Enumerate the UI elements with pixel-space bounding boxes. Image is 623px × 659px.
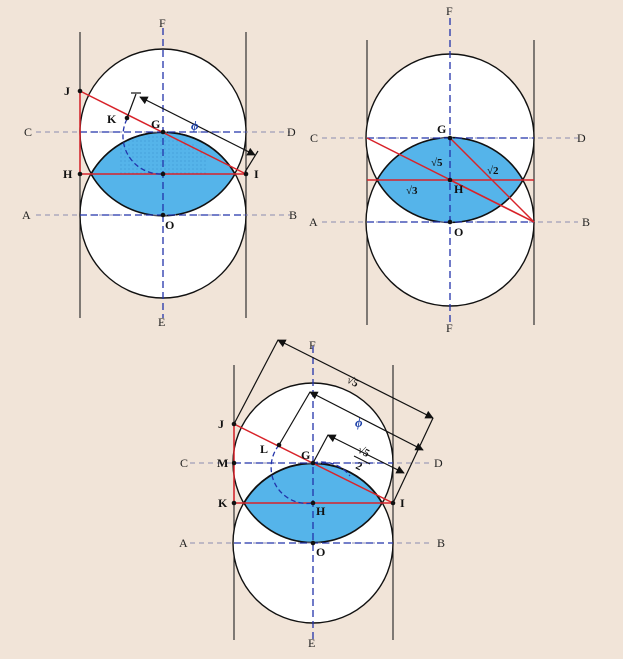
label-E: E: [308, 636, 315, 650]
sqrt5-over-2-arrow: [327, 434, 405, 474]
label-H: H: [63, 167, 73, 181]
label-K: K: [107, 112, 117, 126]
label-F-top: F: [446, 4, 453, 18]
point-J: [231, 421, 237, 427]
arc-K-to-center: [122, 118, 164, 175]
label-A: A: [179, 536, 188, 550]
extension-I: [244, 150, 259, 173]
label-F: F: [159, 16, 166, 30]
extension-L: [278, 391, 311, 446]
label-G: G: [301, 448, 310, 462]
point-O: [310, 540, 316, 546]
point-K: [231, 500, 237, 506]
label-phi: ϕ: [191, 118, 199, 133]
point-G: [160, 129, 166, 135]
label-H: H: [454, 182, 464, 196]
extension-K: [126, 93, 137, 119]
label-sqrt5: √5: [345, 374, 361, 390]
label-M: M: [217, 456, 228, 470]
label-sqrt5-over-2-numerator: √5: [356, 444, 372, 460]
label-B: B: [289, 208, 297, 222]
label-I: I: [254, 167, 259, 181]
label-C: C: [180, 456, 188, 470]
point-G: [310, 460, 316, 466]
label-G: G: [437, 122, 446, 136]
point-H: [447, 177, 453, 183]
arc-L-to-center: [270, 444, 314, 505]
label-J: J: [218, 417, 224, 431]
point-J: [77, 88, 83, 94]
point-K: [124, 115, 130, 121]
label-C: C: [310, 131, 318, 145]
label-F: F: [309, 338, 316, 352]
label-D: D: [434, 456, 443, 470]
point-H: [310, 500, 316, 506]
point-H: [77, 171, 83, 177]
extension-I-outer: [392, 417, 434, 504]
label-sqrt5: √5: [431, 157, 443, 169]
point-L: [276, 442, 282, 448]
point-center: [160, 171, 166, 177]
extension-J: [233, 339, 279, 425]
point-O: [160, 212, 166, 218]
point-O: [447, 219, 453, 225]
label-L: L: [260, 442, 268, 456]
label-B: B: [582, 215, 590, 229]
point-I: [243, 171, 249, 177]
label-F-bottom: F: [446, 321, 453, 335]
label-A: A: [22, 208, 31, 222]
label-G: G: [151, 117, 160, 131]
diagram-top-right: F F C D A B G H O √5 √2 √3: [309, 4, 590, 335]
extension-G: [312, 434, 329, 464]
label-sqrt3: √3: [406, 185, 418, 197]
point-M: [231, 460, 237, 466]
fraction-bar: [353, 455, 371, 465]
diagonal-sqrt3: [449, 179, 535, 223]
label-E: E: [158, 315, 165, 329]
label-D: D: [577, 131, 586, 145]
diagram-top-left: F E C D A B J K G H I O ϕ: [22, 16, 297, 329]
diagram-bottom: F E C D A B J L G M K H I O √5 ϕ √5 2: [179, 338, 445, 650]
point-G: [447, 135, 453, 141]
label-sqrt5-over-2-denominator: 2: [354, 460, 365, 473]
label-C: C: [24, 125, 32, 139]
label-D: D: [287, 125, 296, 139]
phi-dimension-arrow: [139, 96, 256, 156]
diagonal-sqrt2: [449, 137, 535, 223]
label-B: B: [437, 536, 445, 550]
label-O: O: [316, 545, 325, 559]
label-sqrt2: √2: [487, 165, 499, 177]
label-H: H: [316, 504, 326, 518]
label-K: K: [218, 496, 228, 510]
label-J: J: [64, 84, 70, 98]
label-O: O: [454, 225, 463, 239]
label-phi: ϕ: [355, 415, 363, 430]
label-A: A: [309, 215, 318, 229]
label-I: I: [400, 496, 405, 510]
label-O: O: [165, 218, 174, 232]
point-I: [390, 500, 396, 506]
